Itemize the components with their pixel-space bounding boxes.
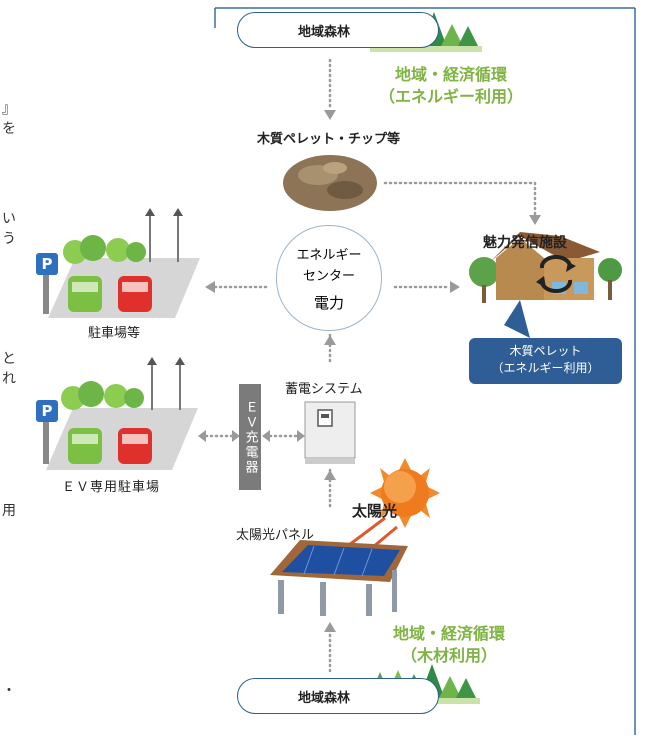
callout-pointer [504, 300, 530, 338]
top-forest-label: 地域森林 [298, 24, 351, 40]
top-forest-pill: 地域森林 [237, 12, 439, 48]
top-cycle-line2: （エネルギー利用） [378, 87, 523, 106]
bottom-cycle-line1: 地域・経済循環 [392, 624, 505, 643]
edge-fragment-4: う [2, 231, 16, 247]
bottom-forest-label: 地域森林 [298, 690, 351, 706]
energy-center-node: エネルギー センター 電力 [276, 225, 382, 331]
parking-1-label: 駐車場等 [88, 326, 141, 341]
edge-fragment-7: 用 [2, 503, 16, 519]
edge-fragment-3: い [2, 211, 16, 227]
parking-2-label: ＥＶ専用駐車場 [62, 480, 161, 495]
bottom-forest-pill: 地域森林 [237, 678, 439, 714]
sunlight-label: 太陽光 [352, 502, 398, 520]
energy-center-line2: センター [302, 269, 355, 284]
energy-center-line1: エネルギー [296, 248, 362, 263]
bottom-cycle-title: 地域・経済循環 （木材利用） [364, 623, 534, 667]
edge-fragment-6: れ [2, 371, 16, 387]
battery-label: 蓄電システム [285, 382, 363, 397]
callout-line1: 木質ペレット [509, 344, 582, 358]
energy-center-line3: 電力 [313, 294, 344, 312]
solar-panel-illustration [270, 540, 408, 616]
facility-building-icon [469, 232, 622, 303]
ev-charger-label: ＥＶ充電器 [239, 384, 261, 490]
edge-fragment-1: 』 [2, 101, 16, 117]
sun-icon [370, 458, 440, 528]
parking-lot-1-illustration [43, 208, 200, 318]
pellet-energy-callout: 木質ペレット （エネルギー利用） [469, 338, 622, 384]
callout-line2: （エネルギー利用） [491, 361, 600, 375]
parking-sign-1-letter: P [41, 255, 53, 273]
edge-fragment-8: ・ [2, 683, 16, 699]
edge-fragment-2: を [2, 121, 16, 137]
top-cycle-title: 地域・経済循環 （エネルギー利用） [366, 64, 536, 108]
pellet-image [283, 155, 377, 211]
pellet-label: 木質ペレット・チップ等 [257, 132, 401, 147]
battery-cabinet-icon [304, 401, 356, 464]
parking-sign-2-letter: P [41, 402, 53, 420]
parking-lot-2-illustration [43, 357, 198, 470]
facility-label: 魅力発信施設 [483, 235, 567, 251]
parking-sign-2-icon [36, 400, 58, 422]
edge-fragment-5: と [2, 351, 16, 367]
top-cycle-line1: 地域・経済循環 [394, 65, 507, 84]
parking-sign-1-icon [36, 253, 58, 275]
bottom-cycle-line2: （木材利用） [400, 646, 497, 665]
solar-panel-label: 太陽光パネル [236, 528, 315, 543]
